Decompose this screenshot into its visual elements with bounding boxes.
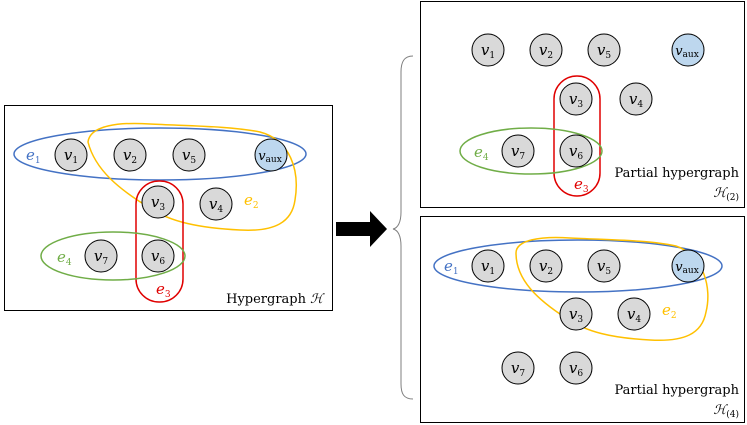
- main-panel-caption: Hypergraph ℋ: [226, 292, 325, 307]
- top-hyperedge-e3-outline: [553, 75, 601, 197]
- top-node-v6: v6: [559, 134, 593, 168]
- main-node-v7: v7: [84, 239, 118, 273]
- bottom-hyperedge-e1-outline: [433, 239, 723, 293]
- svg-text:v5: v5: [597, 41, 611, 61]
- bottom-node-v7: v7: [501, 351, 535, 385]
- svg-text:v5: v5: [182, 146, 196, 166]
- left-curly-brace-icon: [392, 55, 414, 400]
- svg-text:vaux: vaux: [675, 44, 699, 60]
- svg-text:v3: v3: [569, 305, 583, 325]
- svg-text:v7: v7: [511, 359, 525, 379]
- top-panel-caption-symbol: ℋ(2): [713, 186, 739, 203]
- svg-text:vaux: vaux: [675, 260, 699, 276]
- svg-text:v7: v7: [511, 142, 525, 162]
- main-node-v4: v4: [199, 187, 233, 221]
- main-node-v5: v5: [172, 138, 206, 172]
- bottom-node-v5: v5: [587, 249, 621, 283]
- svg-text:v4: v4: [629, 90, 643, 110]
- svg-text:v2: v2: [539, 257, 553, 277]
- main-node-v6: v6: [141, 239, 175, 273]
- main-hyperedge-e3-outline: [135, 180, 184, 303]
- svg-text:vaux: vaux: [258, 149, 282, 165]
- svg-text:v6: v6: [569, 359, 583, 379]
- svg-text:v3: v3: [569, 90, 583, 110]
- svg-text:v4: v4: [627, 305, 641, 325]
- top-node-v7: v7: [501, 134, 535, 168]
- svg-text:v6: v6: [569, 142, 583, 162]
- bottom-panel-caption-symbol: ℋ(4): [713, 403, 739, 420]
- main-edge-label-e4: e4: [57, 248, 72, 268]
- top-panel-caption-line1: Partial hypergraph: [615, 166, 740, 181]
- bottom-node-v1: v1: [471, 249, 505, 283]
- svg-text:v6: v6: [151, 247, 165, 267]
- top-node-vaux: vaux: [671, 33, 705, 67]
- top-hyperedge-e4-outline: [459, 127, 603, 175]
- main-hyperedge-e4-outline: [40, 231, 186, 281]
- main-node-vaux: vaux: [254, 138, 288, 172]
- bottom-node-vaux: vaux: [671, 249, 705, 283]
- bottom-node-v4: v4: [617, 297, 651, 331]
- bottom-node-v3: v3: [559, 297, 593, 331]
- svg-text:v1: v1: [481, 257, 495, 277]
- main-edge-label-e1: e1: [26, 146, 41, 166]
- top-node-v3: v3: [559, 82, 593, 116]
- top-node-v4: v4: [619, 82, 653, 116]
- top-node-v2: v2: [529, 33, 563, 67]
- main-edge-label-e2: e2: [244, 191, 259, 211]
- top-node-v1: v1: [471, 33, 505, 67]
- svg-text:v3: v3: [151, 193, 165, 213]
- main-node-v2: v2: [113, 138, 147, 172]
- bottom-node-v6: v6: [559, 351, 593, 385]
- main-edge-label-e3: e3: [156, 280, 171, 300]
- main-hyperedge-e1-outline: [13, 127, 307, 181]
- svg-text:v1: v1: [64, 146, 78, 166]
- bottom-edge-label-e2: e2: [662, 301, 677, 321]
- svg-text:v4: v4: [209, 195, 223, 215]
- main-node-v1: v1: [54, 138, 88, 172]
- svg-text:v1: v1: [481, 41, 495, 61]
- right-arrow-icon: [336, 211, 387, 247]
- bottom-node-v2: v2: [529, 249, 563, 283]
- svg-text:v2: v2: [123, 146, 137, 166]
- top-node-v5: v5: [587, 33, 621, 67]
- main-node-v3: v3: [141, 185, 175, 219]
- svg-text:v5: v5: [597, 257, 611, 277]
- svg-text:v7: v7: [94, 247, 108, 267]
- top-edge-label-e4: e4: [474, 143, 489, 163]
- bottom-edge-label-e1: e1: [444, 257, 459, 277]
- bottom-panel-caption-line1: Partial hypergraph: [615, 383, 740, 398]
- top-edge-label-e3: e3: [574, 175, 589, 195]
- svg-text:v2: v2: [539, 41, 553, 61]
